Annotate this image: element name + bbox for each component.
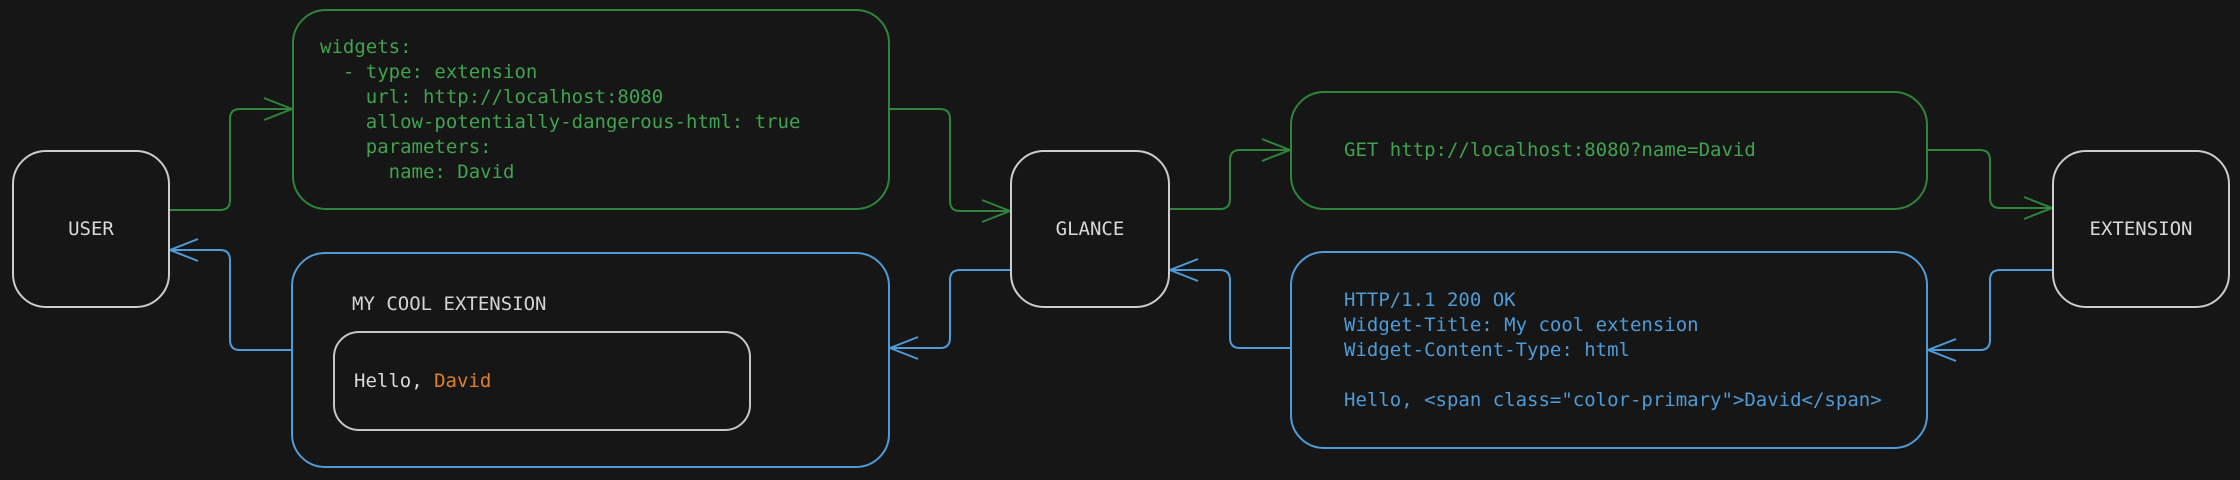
widget-greeting-box: Hello, David <box>333 331 751 431</box>
glance-node: GLANCE <box>1010 150 1170 308</box>
http-request-box: GET http://localhost:8080?name=David <box>1290 91 1928 210</box>
config-yaml-line: name: David <box>320 160 515 183</box>
arrow-glance-to-request <box>1170 138 1293 210</box>
config-yaml-line: widgets: <box>320 35 412 58</box>
user-node: USER <box>12 150 170 308</box>
arrow-extension-to-response <box>1925 269 2052 362</box>
widget-title: MY COOL EXTENSION <box>352 293 547 315</box>
arrow-response-to-glance <box>1167 258 1290 349</box>
rendered-widget-box: MY COOL EXTENSION Hello, David <box>291 252 890 468</box>
http-response-line <box>1344 363 1926 388</box>
http-response-line: Widget-Content-Type: html <box>1344 338 1630 361</box>
http-response-line: HTTP/1.1 200 OK <box>1344 288 1516 311</box>
glance-node-label: GLANCE <box>1055 218 1125 240</box>
http-response-line: Hello, <span class="color-primary">David… <box>1344 388 1882 411</box>
arrow-glance-to-widget <box>887 269 1010 360</box>
http-response-line: Widget-Title: My cool extension <box>1344 313 1699 336</box>
user-node-label: USER <box>68 218 114 240</box>
config-yaml-line: - type: extension <box>320 60 538 83</box>
arrow-config-to-glance <box>890 108 1013 223</box>
greeting-prefix: Hello, <box>354 370 435 392</box>
arrow-request-to-extension <box>1928 149 2055 220</box>
extension-node: EXTENSION <box>2052 150 2230 308</box>
http-response-box: HTTP/1.1 200 OK Widget-Title: My cool ex… <box>1290 251 1928 449</box>
config-yaml-box: widgets: - type: extension url: http://l… <box>292 9 890 210</box>
arrow-user-to-config <box>170 97 295 211</box>
extension-node-label: EXTENSION <box>2089 218 2193 240</box>
config-yaml-line: allow-potentially-dangerous-html: true <box>320 110 801 133</box>
config-yaml-line: url: http://localhost:8080 <box>320 85 664 108</box>
http-request-text: GET http://localhost:8080?name=David <box>1344 139 1756 161</box>
config-yaml-line: parameters: <box>320 135 492 158</box>
greeting-name: David <box>434 370 492 392</box>
arrow-widget-to-user <box>167 238 291 351</box>
